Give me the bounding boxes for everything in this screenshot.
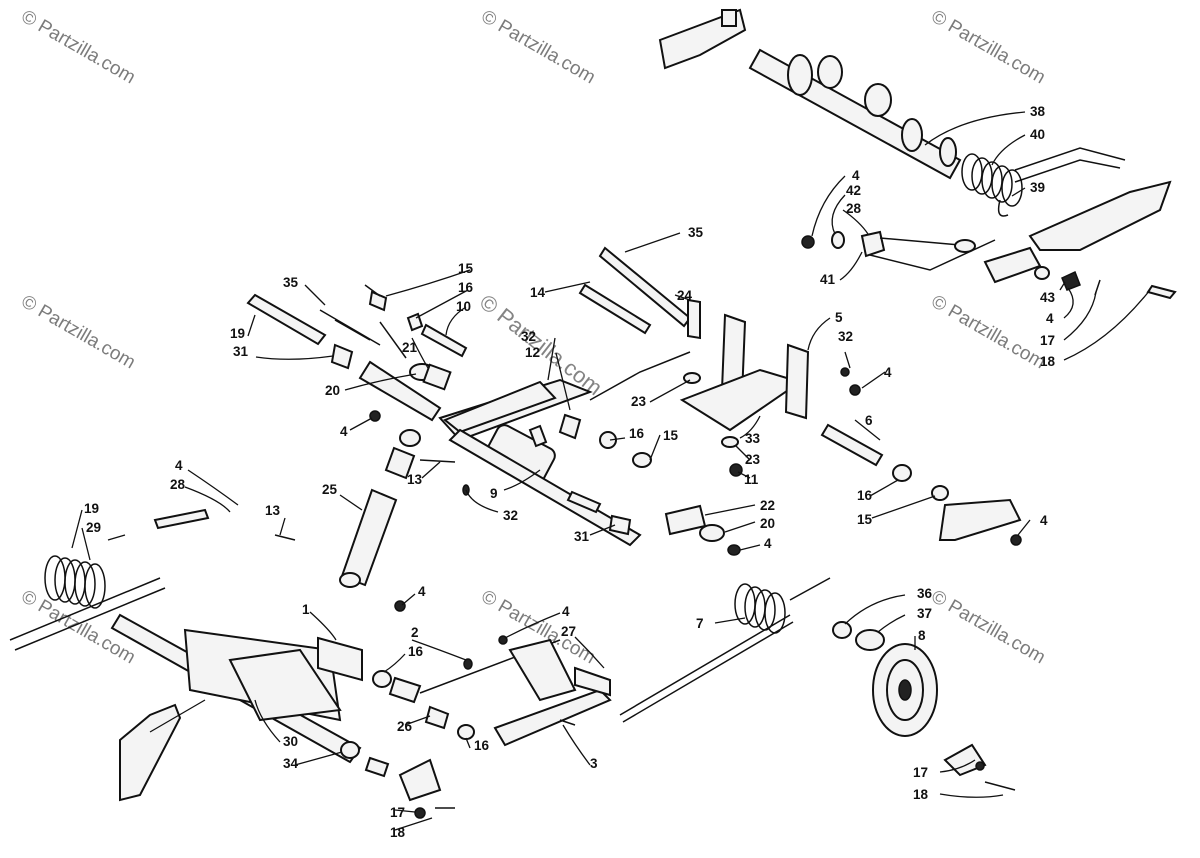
callout[interactable]: 4 [764, 536, 772, 551]
callout[interactable]: 8 [918, 628, 926, 643]
callout[interactable]: 23 [745, 452, 761, 467]
callout[interactable]: 12 [525, 345, 540, 360]
callout[interactable]: 18 [390, 825, 406, 840]
callout[interactable]: 16 [408, 644, 424, 659]
callout[interactable]: 22 [760, 498, 775, 513]
callout[interactable]: 31 [233, 344, 249, 359]
callout[interactable]: 4 [418, 584, 426, 599]
callout[interactable]: 31 [574, 529, 590, 544]
callout[interactable]: 30 [283, 734, 298, 749]
callout[interactable]: 37 [917, 606, 932, 621]
callout[interactable]: 14 [530, 285, 546, 300]
callout[interactable]: 25 [322, 482, 338, 497]
callout[interactable]: 19 [230, 326, 245, 341]
callout[interactable]: 17 [390, 805, 405, 820]
callout[interactable]: 11 [744, 472, 759, 487]
callout[interactable]: 28 [170, 477, 186, 492]
callout[interactable]: 20 [760, 516, 775, 531]
callout[interactable]: 2 [411, 625, 419, 640]
callout[interactable]: 16 [629, 426, 645, 441]
shock-absorber [274, 410, 470, 612]
callout[interactable]: 16 [474, 738, 490, 753]
callout[interactable]: 4 [1040, 513, 1048, 528]
callout[interactable]: 27 [561, 624, 576, 639]
callout[interactable]: 24 [677, 288, 693, 303]
callout-labels: 1 2 3 4 4 4 4 4 4 4 4 4 5 6 7 8 9 10 11 … [84, 104, 1056, 840]
callout[interactable]: 9 [490, 486, 498, 501]
callout[interactable]: 4 [852, 168, 860, 183]
callout[interactable]: 41 [820, 272, 836, 287]
spring-7 [734, 583, 786, 634]
callout[interactable]: 26 [397, 719, 413, 734]
callout[interactable]: 10 [456, 299, 471, 314]
callout[interactable]: 15 [663, 428, 679, 443]
watermark: © Partzilla.com [928, 291, 1049, 373]
callout[interactable]: 17 [913, 765, 928, 780]
callout[interactable]: 43 [1040, 290, 1056, 305]
callout[interactable]: 1 [302, 602, 310, 617]
leader-lines [71, 111, 1151, 831]
callout[interactable]: 19 [84, 501, 99, 516]
callout[interactable]: 3 [590, 756, 598, 771]
callout[interactable]: 13 [265, 503, 281, 518]
callout[interactable]: 7 [696, 616, 704, 631]
callout[interactable]: 20 [325, 383, 340, 398]
callout[interactable]: 28 [846, 201, 862, 216]
rail-parts [463, 635, 612, 747]
callout[interactable]: 21 [402, 340, 418, 355]
spring-40 [961, 153, 1023, 217]
callout[interactable]: 34 [283, 756, 299, 771]
watermark: © Partzilla.com [18, 291, 139, 373]
watermark: © Partzilla.com [18, 6, 139, 88]
spring-19-29 [44, 555, 106, 609]
callout[interactable]: 35 [688, 225, 704, 240]
callout[interactable]: 42 [846, 183, 861, 198]
callout[interactable]: 13 [407, 472, 423, 487]
callout[interactable]: 32 [521, 329, 536, 344]
callout[interactable]: 17 [1040, 333, 1055, 348]
callout[interactable]: 40 [1030, 127, 1045, 142]
callout[interactable]: 4 [340, 424, 348, 439]
callout[interactable]: 36 [917, 586, 933, 601]
watermark: © Partzilla.com [478, 6, 599, 88]
idler-wheel-assembly [619, 577, 1016, 791]
callout[interactable]: 4 [1046, 311, 1054, 326]
callout[interactable]: 16 [458, 280, 474, 295]
callout[interactable]: 18 [1040, 354, 1056, 369]
rear-arm-assembly [658, 8, 1177, 300]
callout[interactable]: 38 [1030, 104, 1046, 119]
callout[interactable]: 18 [913, 787, 929, 802]
callout[interactable]: 4 [175, 458, 183, 473]
callout[interactable]: 15 [857, 512, 873, 527]
callout[interactable]: 4 [884, 365, 892, 380]
watermark: © Partzilla.com [928, 586, 1049, 668]
front-arm-assembly [9, 508, 561, 819]
watermark: © Partzilla.com [928, 6, 1049, 88]
callout[interactable]: 39 [1030, 180, 1045, 195]
callout[interactable]: 23 [631, 394, 647, 409]
callout[interactable]: 15 [458, 261, 474, 276]
callout[interactable]: 29 [86, 520, 101, 535]
callout[interactable]: 16 [857, 488, 873, 503]
callout[interactable]: 33 [745, 431, 761, 446]
center-shaft-assembly [246, 246, 1022, 556]
callout[interactable]: 4 [562, 604, 570, 619]
callout[interactable]: 5 [835, 310, 843, 325]
callout[interactable]: 32 [838, 329, 853, 344]
callout[interactable]: 32 [503, 508, 518, 523]
callout[interactable]: 35 [283, 275, 299, 290]
callout[interactable]: 6 [865, 413, 873, 428]
